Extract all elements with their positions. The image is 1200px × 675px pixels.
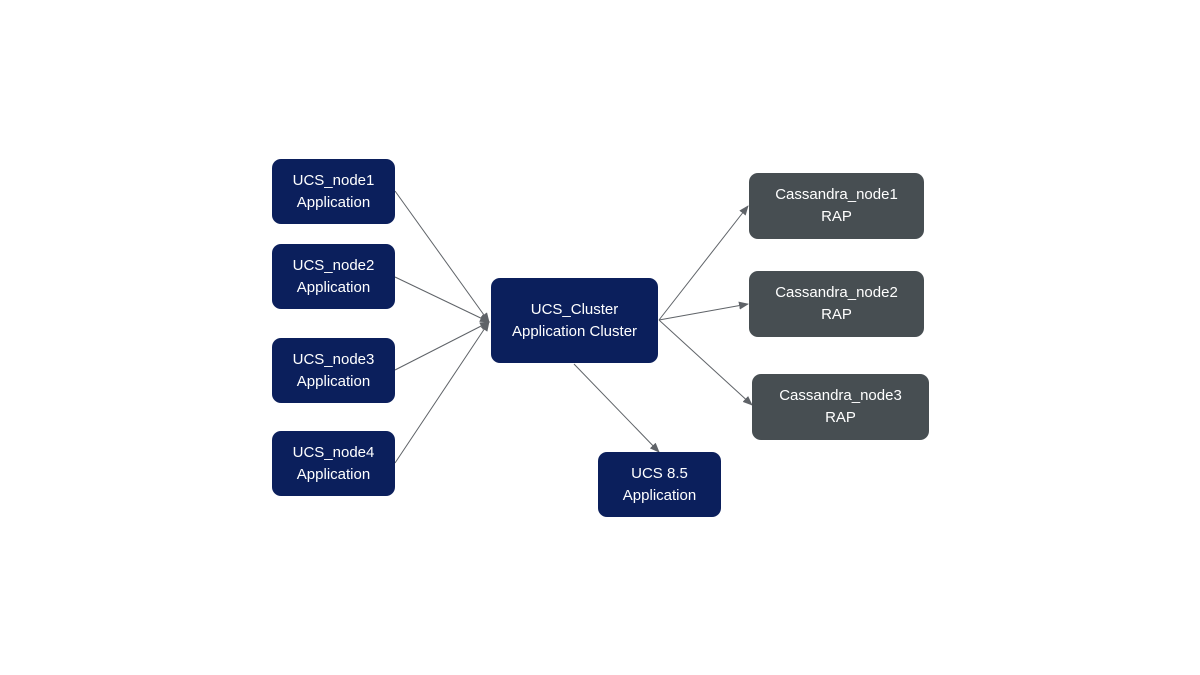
node-type: Application bbox=[296, 193, 371, 211]
node-ucs-node4[interactable]: UCS_node4 Application bbox=[272, 431, 395, 496]
node-name: Cassandra_node3 bbox=[779, 387, 902, 404]
node-name: UCS_node1 bbox=[292, 171, 375, 189]
node-name: UCS_node4 bbox=[292, 443, 375, 461]
node-ucs-node1[interactable]: UCS_node1 Application bbox=[272, 159, 395, 224]
edge-cluster-to-cassandra-node2 bbox=[658, 301, 749, 321]
node-type: RAP bbox=[821, 208, 852, 225]
node-cassandra-node3[interactable]: Cassandra_node3 RAP bbox=[752, 374, 929, 440]
node-type: RAP bbox=[821, 306, 852, 323]
edge-ucs-node2-to-cluster bbox=[394, 276, 490, 323]
node-cassandra-node1[interactable]: Cassandra_node1 RAP bbox=[749, 173, 924, 239]
node-ucs-85[interactable]: UCS 8.5 Application bbox=[598, 452, 721, 517]
node-name: UCS_Cluster bbox=[530, 300, 619, 318]
edge-ucs-node1-to-cluster bbox=[394, 190, 490, 323]
node-type: Application bbox=[622, 486, 697, 504]
node-name: UCS_node3 bbox=[292, 350, 375, 368]
node-cassandra-node2[interactable]: Cassandra_node2 RAP bbox=[749, 271, 924, 337]
edge-cluster-to-cassandra-node3 bbox=[658, 319, 753, 406]
node-name: UCS_node2 bbox=[292, 256, 375, 274]
node-type: RAP bbox=[825, 409, 856, 426]
node-type: Application bbox=[296, 465, 371, 483]
node-name: UCS 8.5 bbox=[631, 464, 688, 482]
edge-cluster-to-ucs-85 bbox=[573, 363, 660, 453]
node-type: Application bbox=[296, 278, 371, 296]
node-name: Cassandra_node2 bbox=[775, 284, 898, 301]
node-type: Application bbox=[296, 372, 371, 390]
node-name: Cassandra_node1 bbox=[775, 186, 898, 203]
edge-ucs-node3-to-cluster bbox=[394, 321, 490, 371]
edge-cluster-to-cassandra-node1 bbox=[658, 205, 749, 321]
node-ucs-cluster[interactable]: UCS_Cluster Application Cluster bbox=[491, 278, 658, 363]
node-ucs-node2[interactable]: UCS_node2 Application bbox=[272, 244, 395, 309]
edge-ucs-node4-to-cluster bbox=[394, 321, 490, 464]
node-type: Application Cluster bbox=[511, 322, 638, 340]
node-ucs-node3[interactable]: UCS_node3 Application bbox=[272, 338, 395, 403]
